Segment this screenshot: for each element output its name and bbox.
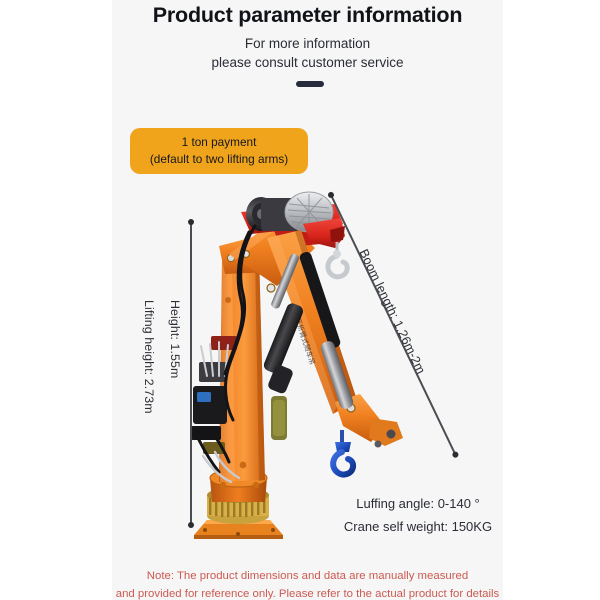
note-line-2: and provided for reference only. Please … xyxy=(115,588,500,600)
crane-winch-assembly xyxy=(241,191,345,248)
badge-line-1: 1 ton payment xyxy=(181,135,257,149)
dash-separator-icon xyxy=(296,81,324,87)
payment-badge: 1 ton payment (default to two lifting ar… xyxy=(130,128,308,174)
hydraulic-cylinder-secondary xyxy=(299,252,354,409)
subtitle-line-2: please consult customer service xyxy=(211,55,404,70)
spec-list: Luffing angle: 0-140 ° Crane self weight… xyxy=(330,492,506,538)
height-dimension-line xyxy=(188,219,194,528)
badge-line-2: (default to two lifting arms) xyxy=(149,152,289,166)
page-title: Product parameter information xyxy=(152,3,463,27)
crane-upper-hook xyxy=(325,242,350,280)
crane-illustration: 液压折臂式随车吊 xyxy=(185,190,425,540)
spec-luffing-angle: Luffing angle: 0-140 ° xyxy=(356,496,480,511)
hydraulic-hoses-light xyxy=(201,450,241,484)
lifting-height-label: Lifting height: 2.73m xyxy=(142,300,156,414)
crane-main-hook xyxy=(330,430,357,478)
subtitle-line-1: For more information xyxy=(244,36,371,51)
height-label: Height: 1.55m xyxy=(168,300,182,379)
turret-side-cylinder xyxy=(271,396,287,440)
spec-self-weight: Crane self weight: 150KG xyxy=(343,519,493,534)
hydraulic-cylinder-main xyxy=(263,253,304,394)
disclaimer-note: Note: The product dimensions and data ar… xyxy=(112,567,503,600)
note-line-1: Note: The product dimensions and data ar… xyxy=(146,570,469,582)
page-subtitle: For more information please consult cust… xyxy=(112,34,503,72)
hydraulic-hoses xyxy=(197,224,257,474)
